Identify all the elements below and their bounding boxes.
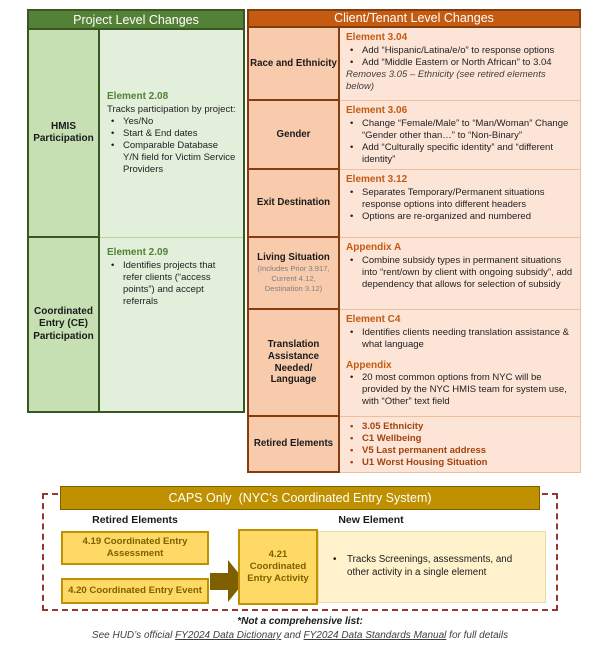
label-line: Exit Destination bbox=[256, 197, 331, 209]
label-line: Retired Elements bbox=[253, 438, 334, 450]
table-row: Coordinated Entry (CE) Participation Ele… bbox=[29, 238, 243, 411]
box-label-line: Coordinated bbox=[249, 561, 307, 572]
bullet-item: Identifies clients needing translation a… bbox=[346, 327, 574, 351]
label-line: Living Situation bbox=[257, 252, 330, 264]
row-content-element-209: Element 2.09 Identifies projects that re… bbox=[100, 238, 243, 411]
client-tenant-level-table: Client/Tenant Level Changes Race and Eth… bbox=[247, 9, 581, 473]
row-content-element-208: Element 2.08 Tracks participation by pro… bbox=[100, 30, 243, 238]
caps-new-element-panel: Tracks Screenings, assessments, and othe… bbox=[318, 531, 546, 603]
row-label-race-ethnicity: Race and Ethnicity bbox=[247, 28, 340, 101]
project-level-table: Project Level Changes HMIS Participation… bbox=[27, 9, 245, 413]
row-content-appendix-a: Appendix A Combine subsidy types in perm… bbox=[340, 238, 581, 310]
element-heading: Element 2.09 bbox=[107, 247, 169, 258]
label-line: Entry (CE) bbox=[39, 318, 88, 330]
bullet-item: Start & End dates bbox=[107, 128, 236, 140]
box-419-coordinated-entry-assessment: 4.19 Coordinated Entry Assessment bbox=[61, 531, 209, 565]
bullet-item: Separates Temporary/Permanent situations… bbox=[346, 187, 574, 211]
retired-element-item: 3.05 Ethnicity bbox=[346, 421, 574, 433]
bullet-item: Add “Middle Eastern or North African” to… bbox=[346, 57, 574, 69]
footer-text: See HUD’s official bbox=[91, 630, 176, 641]
bullet-item: Comparable Database Y/N field for Victim… bbox=[107, 140, 236, 176]
bullet-item: Identifies projects that refer clients (… bbox=[107, 260, 236, 308]
footer-reference-line: See HUD’s official FY2024 Data Dictionar… bbox=[0, 630, 600, 641]
label-subline: (Includes Prior 3.917, bbox=[257, 264, 330, 274]
row-label-ce-participation: Coordinated Entry (CE) Participation bbox=[29, 238, 100, 411]
table-row: Translation Assistance Needed/ Language … bbox=[247, 310, 581, 417]
table-row: Retired Elements 3.05 Ethnicity C1 Wellb… bbox=[247, 417, 581, 473]
label-line: Race and Ethnicity bbox=[250, 57, 337, 69]
element-heading: Element C4 bbox=[346, 314, 401, 325]
element-heading: Appendix bbox=[346, 359, 392, 371]
caps-section-header: CAPS Only (NYC’s Coordinated Entry Syste… bbox=[60, 486, 540, 510]
row-label-hmis-participation: HMIS Participation bbox=[29, 30, 100, 238]
row-content-retired-elements: 3.05 Ethnicity C1 Wellbeing V5 Last perm… bbox=[340, 417, 581, 473]
element-intro: Tracks participation by project: bbox=[107, 103, 236, 115]
box-label-line: Entry Activity bbox=[247, 572, 309, 584]
element-heading: Element 2.08 bbox=[107, 91, 169, 103]
label-subline: Destination 3.12) bbox=[264, 283, 323, 293]
bullet-item: Options are re-organized and numbered bbox=[346, 211, 574, 223]
retired-element-item: C1 Wellbeing bbox=[346, 433, 574, 445]
element-heading: Element 3.12 bbox=[346, 174, 408, 185]
label-line: Participation bbox=[33, 133, 94, 144]
box-label-line: 4.21 bbox=[268, 549, 288, 561]
retired-element-item: U1 Worst Housing Situation bbox=[346, 457, 574, 469]
label-line: HMIS bbox=[51, 120, 76, 132]
row-label-exit-destination: Exit Destination bbox=[247, 170, 340, 238]
client-tenant-header: Client/Tenant Level Changes bbox=[247, 9, 581, 28]
box-420-coordinated-entry-event: 4.20 Coordinated Entry Event bbox=[61, 578, 209, 604]
table-row: Exit Destination Element 3.12 Separates … bbox=[247, 170, 581, 238]
caps-retired-elements-heading: Retired Elements bbox=[92, 514, 178, 526]
footer-text: and bbox=[281, 630, 304, 641]
label-line: Translation bbox=[267, 339, 320, 351]
label-line: Coordinated bbox=[34, 305, 93, 317]
table-row: Race and Ethnicity Element 3.04 Add “His… bbox=[247, 28, 581, 101]
row-content-element-c4: Element C4 Identifies clients needing tr… bbox=[340, 310, 581, 417]
bullet-item: Change “Female/Male” to “Man/Woman” Chan… bbox=[346, 118, 574, 142]
bullet-item: Tracks Screenings, assessments, and othe… bbox=[327, 554, 537, 579]
label-line: Language bbox=[270, 374, 317, 386]
content-spacer bbox=[346, 351, 574, 360]
bullet-item: Add “Hispanic/Latina/e/o” to response op… bbox=[346, 45, 574, 57]
element-heading: Appendix A bbox=[346, 242, 402, 253]
label-line: Gender bbox=[276, 128, 311, 140]
row-label-retired-elements: Retired Elements bbox=[247, 417, 340, 473]
footer-disclaimer: *Not a comprehensive list: bbox=[237, 616, 363, 627]
bullet-item: Combine subsidy types in permanent situa… bbox=[346, 255, 574, 291]
row-content-element-304: Element 3.04 Add “Hispanic/Latina/e/o” t… bbox=[340, 28, 581, 101]
caps-new-element-heading: New Element bbox=[338, 514, 404, 526]
removal-note: Removes 3.05 – Ethnicity (see retired el… bbox=[346, 68, 546, 92]
label-line: Assistance Needed/ bbox=[267, 350, 320, 374]
project-level-header: Project Level Changes bbox=[29, 11, 243, 30]
bullet-item: Yes/No bbox=[107, 116, 236, 128]
table-row: HMIS Participation Element 2.08 Tracks p… bbox=[29, 30, 243, 238]
element-heading: Element 3.04 bbox=[346, 32, 408, 43]
link-fy2024-data-dictionary[interactable]: FY2024 Data Dictionary bbox=[175, 630, 282, 641]
footer-text: for full details bbox=[446, 630, 509, 641]
right-arrow-icon bbox=[210, 573, 228, 590]
bullet-item: Add “Culturally specific identity” and “… bbox=[346, 142, 574, 166]
table-row: Living Situation (Includes Prior 3.917, … bbox=[247, 238, 581, 310]
element-heading: Element 3.06 bbox=[346, 105, 408, 116]
box-label: 4.19 Coordinated Entry Assessment bbox=[82, 536, 188, 559]
box-421-coordinated-entry-activity: 4.21 Coordinated Entry Activity bbox=[238, 529, 318, 605]
label-subline: Current 4.12, bbox=[271, 273, 316, 283]
link-fy2024-data-standards-manual[interactable]: FY2024 Data Standards Manual bbox=[303, 630, 447, 641]
row-label-gender: Gender bbox=[247, 101, 340, 170]
bullet-item: 20 most common options from NYC will be … bbox=[346, 372, 574, 408]
row-label-translation-assistance: Translation Assistance Needed/ Language bbox=[247, 310, 340, 417]
box-label: 4.20 Coordinated Entry Event bbox=[68, 585, 202, 596]
retired-element-item: V5 Last permanent address bbox=[346, 445, 574, 457]
row-label-living-situation: Living Situation (Includes Prior 3.917, … bbox=[247, 238, 340, 310]
row-content-element-312: Element 3.12 Separates Temporary/Permane… bbox=[340, 170, 581, 238]
label-line: Participation bbox=[33, 330, 94, 342]
table-row: Gender Element 3.06 Change “Female/Male”… bbox=[247, 101, 581, 170]
row-content-element-306: Element 3.06 Change “Female/Male” to “Ma… bbox=[340, 101, 581, 170]
